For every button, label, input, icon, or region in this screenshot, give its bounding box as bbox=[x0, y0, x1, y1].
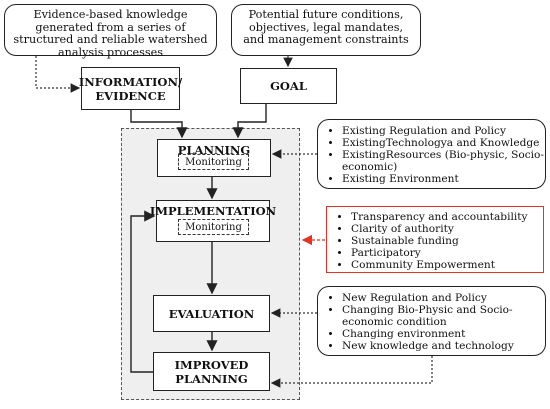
planning-inputs-list: Existing Regulation and Policy ExistingT… bbox=[318, 125, 545, 185]
information-evidence-label: INFORMATION/ EVIDENCE bbox=[78, 74, 183, 103]
connector-goal-to-planning bbox=[232, 104, 267, 139]
connector-feedback-loop bbox=[130, 210, 156, 373]
planning-monitoring-label: Monitoring bbox=[185, 156, 242, 168]
improved-planning-label: IMPROVED PLANNING bbox=[174, 357, 249, 386]
evaluation-label: EVALUATION bbox=[168, 306, 255, 321]
evidence-source-text: Evidence-based knowledge generated from … bbox=[13, 8, 208, 59]
connector-evaluation-inputs-to-improved bbox=[270, 356, 433, 388]
implementation-principles-box: Transparency and accountability Clarity … bbox=[326, 206, 544, 273]
list-item: ExistingResources (Bio-physic, Socio-eco… bbox=[342, 149, 545, 173]
planning-monitoring-box: Monitoring bbox=[178, 154, 249, 170]
connector-evidence-to-information bbox=[35, 56, 81, 93]
evaluation-inputs-list: New Regulation and Policy Changing Bio-P… bbox=[318, 292, 545, 352]
list-item: New knowledge and technology bbox=[342, 340, 545, 352]
list-item: Sustainable funding bbox=[351, 235, 543, 247]
implementation-monitoring-box: Monitoring bbox=[178, 219, 249, 235]
list-item: Changing Bio-Physic and Socio-economic c… bbox=[342, 304, 545, 328]
list-item: Existing Regulation and Policy bbox=[342, 125, 545, 137]
list-item: Clarity of authority bbox=[351, 223, 543, 235]
list-item: Community Empowerment bbox=[351, 259, 543, 271]
goal-label: GOAL bbox=[270, 79, 307, 93]
implementation-monitoring-label: Monitoring bbox=[185, 221, 242, 233]
improved-planning-box: IMPROVED PLANNING bbox=[153, 352, 270, 391]
information-evidence-box: INFORMATION/ EVIDENCE bbox=[79, 67, 182, 110]
implementation-label: IMPLEMENTATION bbox=[149, 204, 277, 218]
planning-inputs-box: Existing Regulation and Policy ExistingT… bbox=[317, 119, 546, 189]
goal-source-box: Potential future conditions, objectives,… bbox=[231, 4, 421, 56]
evaluation-inputs-box: New Regulation and Policy Changing Bio-P… bbox=[317, 286, 546, 356]
goal-box: GOAL bbox=[240, 68, 337, 104]
list-item: Transparency and accountability bbox=[351, 211, 543, 223]
connector-information-to-planning bbox=[130, 110, 188, 139]
planning-label: PLANNING bbox=[177, 143, 251, 157]
implementation-principles-list: Transparency and accountability Clarity … bbox=[327, 211, 543, 271]
goal-source-text: Potential future conditions, objectives,… bbox=[243, 8, 409, 46]
list-item: Existing Environment bbox=[342, 173, 545, 185]
list-item: Changing environment bbox=[342, 328, 545, 340]
evidence-source-box: Evidence-based knowledge generated from … bbox=[4, 4, 217, 59]
list-item: New Regulation and Policy bbox=[342, 292, 545, 304]
list-item: Participatory bbox=[351, 247, 543, 259]
list-item: ExistingTechnologya and Knowledge bbox=[342, 137, 545, 149]
evaluation-box: EVALUATION bbox=[153, 295, 270, 332]
